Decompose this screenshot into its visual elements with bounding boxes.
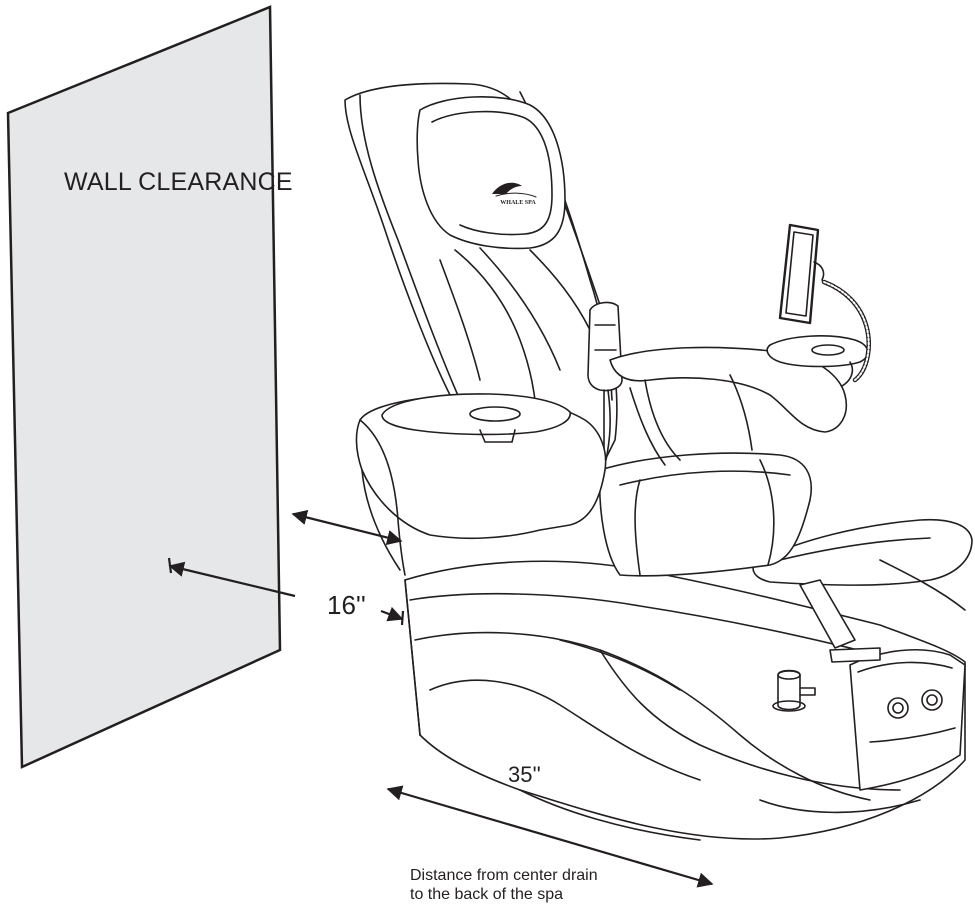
base-tick xyxy=(400,610,405,626)
control-panel xyxy=(849,649,966,791)
dimension-arrows xyxy=(167,509,714,888)
pedicure-spa-chair: WHALE SPA xyxy=(344,82,973,841)
brand-logo: WHALE SPA xyxy=(492,182,537,206)
arrow-wall-to-chair xyxy=(291,509,403,546)
wall-clearance-tick xyxy=(167,557,173,574)
wall-clearance-label: WALL CLEARANCE xyxy=(64,168,293,196)
faucet xyxy=(772,669,816,712)
brand-logo-text: WHALE SPA xyxy=(500,200,536,206)
drain-note-line-1: Distance from center drain xyxy=(410,867,598,884)
arrow-to-base xyxy=(380,606,404,622)
arrow-depth xyxy=(386,785,714,888)
depth-dimension: 35'' xyxy=(508,762,541,787)
left-armrest xyxy=(355,393,607,576)
footrest xyxy=(752,518,973,663)
right-tray xyxy=(766,335,869,368)
tablet-holder xyxy=(778,223,871,383)
headrest xyxy=(416,96,566,250)
wall-clearance-dimension: 16'' xyxy=(327,590,366,620)
seat-cushion xyxy=(598,452,812,577)
right-armrest xyxy=(609,335,869,466)
left-tray xyxy=(381,393,571,436)
arrow-wall-clearance xyxy=(168,561,296,598)
drain-note-line-2: to the back of the spa xyxy=(410,886,563,903)
drain-distance-note: Distance from center drain to the back o… xyxy=(410,866,670,904)
wall-panel xyxy=(6,5,282,769)
